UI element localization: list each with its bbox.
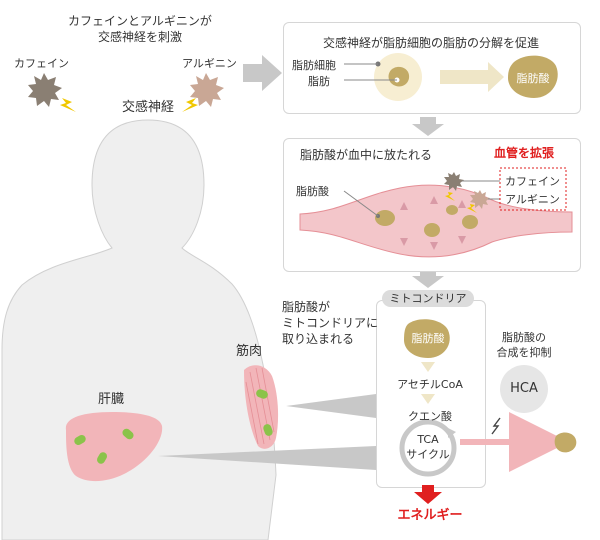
panel2-caffeine-icon [444, 172, 464, 191]
energy-label: エネルギー [397, 508, 463, 523]
muscle-fibers [245, 367, 275, 445]
nerve-label: 交感神経 [121, 100, 174, 115]
fatty-acid-blob-large [508, 55, 558, 98]
tca-cycle-ring-arrow [448, 428, 456, 438]
muscle-fatty-acid-1 [256, 389, 268, 399]
tca-label-line2: サイクル [406, 448, 450, 461]
panel2-caffeine-label: カフェイン [505, 175, 560, 188]
liver-fatty-acid-3 [97, 452, 107, 464]
vessel-fatty-acid-2 [424, 223, 440, 237]
vessel-fatty-acid-3 [462, 215, 478, 229]
muscle-uptake-wedge [286, 394, 376, 418]
liver-fatty-acid-1 [74, 435, 86, 445]
panel2-lightning-1 [445, 192, 455, 201]
muscle-fatty-acid-2 [263, 424, 273, 436]
vasodilation-box [499, 167, 567, 211]
lightning-icon-right [182, 98, 198, 112]
caffeine-label: カフェイン [14, 57, 69, 70]
hca-note-line1: 脂肪酸の [502, 331, 546, 344]
citric-acid-label: クエン酸 [408, 410, 452, 423]
panel2-lightning-2 [467, 204, 477, 213]
mito-fatty-acid-label: 脂肪酸 [411, 332, 445, 345]
liver-label: 肝臓 [98, 392, 125, 407]
mito-arrow-2 [421, 394, 435, 404]
arrow-panel2-to-mitochondria [412, 268, 444, 288]
vessel-fatty-acid-4 [446, 205, 458, 215]
liver-fatty-acid-2 [122, 428, 134, 440]
stimulus-text-line2: 交感神経を刺激 [97, 30, 182, 44]
vessel-fatty-acid-pointer-line [343, 190, 379, 217]
breakdown-arrow [440, 62, 504, 92]
panel2-arginine-icon [470, 190, 490, 209]
hca-label: HCA [510, 381, 538, 396]
vessel-fatty-acid-1 [375, 210, 395, 226]
arrow-panel1-to-panel2 [412, 117, 444, 136]
tca-cycle-ring [399, 419, 457, 477]
blood-vessel [299, 184, 573, 258]
mito-fatty-acid-blob [404, 319, 450, 358]
inhibit-lightning [491, 417, 501, 435]
lightning-icon-left [60, 98, 76, 112]
tca-label-line1: TCA [417, 433, 439, 446]
acetyl-coa-label: アセチルCoA [397, 378, 463, 391]
panel2-fatty-acid-label: 脂肪酸 [296, 185, 329, 198]
arrow-to-panel1 [243, 55, 282, 91]
panel1-title: 交感神経が脂肪細胞の脂肪の分解を促進 [322, 36, 539, 50]
hca-circle [500, 365, 548, 413]
small-fatty-acid-blob [554, 432, 577, 453]
energy-arrow [414, 485, 442, 504]
mitochondria-title: ミトコンドリア [382, 290, 474, 307]
uptake-text-line2: ミトコンドリアに [282, 316, 379, 330]
stimulus-text-line1: カフェインとアルギニンが [68, 14, 212, 28]
fat-cell-label: 脂肪細胞 [292, 59, 336, 72]
arginine-label: アルギニン [182, 57, 237, 70]
uptake-text-line3: 取り込まれる [282, 332, 355, 346]
fat-label: 脂肪 [308, 75, 330, 88]
muscle-label: 筋肉 [236, 344, 263, 359]
panel1-fatty-acid-label: 脂肪酸 [516, 72, 550, 85]
fat-droplet [388, 66, 410, 87]
mito-arrow-1 [421, 362, 435, 372]
liver-shape [65, 412, 163, 482]
uptake-text-line1: 脂肪酸が [282, 300, 331, 314]
dilation-arrows [400, 196, 466, 250]
panel2-title: 脂肪酸が血中に放たれる [300, 148, 433, 162]
panel2-arginine-label: アルギニン [505, 193, 560, 206]
liver-uptake-wedge [158, 446, 376, 470]
arginine-molecule-icon [190, 73, 224, 107]
caffeine-molecule-icon [28, 73, 62, 107]
vasodilation-label: 血管を拡張 [494, 146, 555, 160]
hca-note-line2: 合成を抑制 [496, 346, 552, 359]
